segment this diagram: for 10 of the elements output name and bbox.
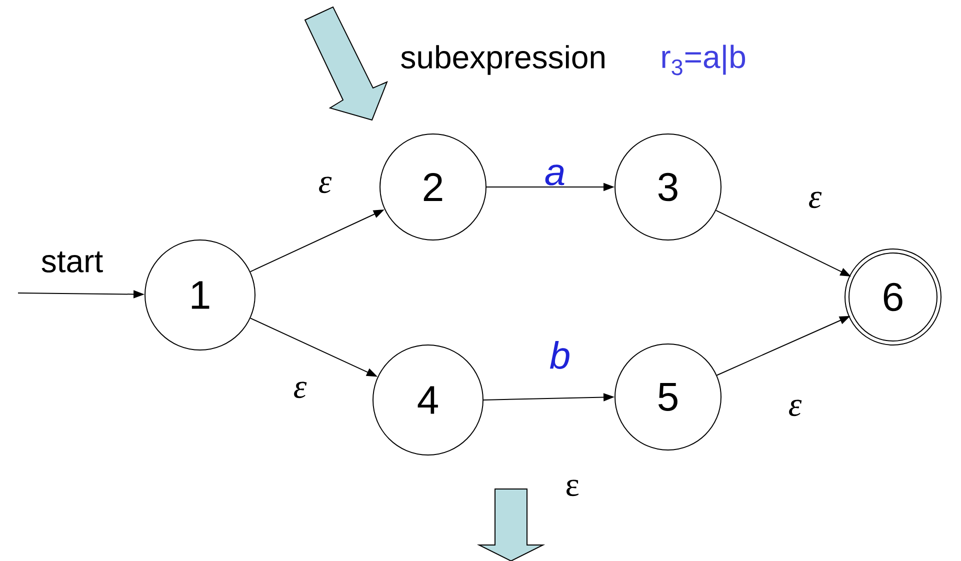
- edge-label: ε: [809, 192, 822, 208]
- edge-label: start: [42, 252, 103, 272]
- annotation-text: subexpression: [401, 45, 604, 75]
- edge-label: ε: [294, 382, 307, 398]
- edge-label: ε: [319, 176, 332, 194]
- edge-label: ε: [789, 400, 802, 416]
- epsilon-label: ε: [566, 480, 578, 496]
- edge-label: a: [545, 164, 564, 186]
- edge-label: b: [550, 341, 570, 369]
- annotation-text: r$_{3}$=a|b: [662, 44, 746, 76]
